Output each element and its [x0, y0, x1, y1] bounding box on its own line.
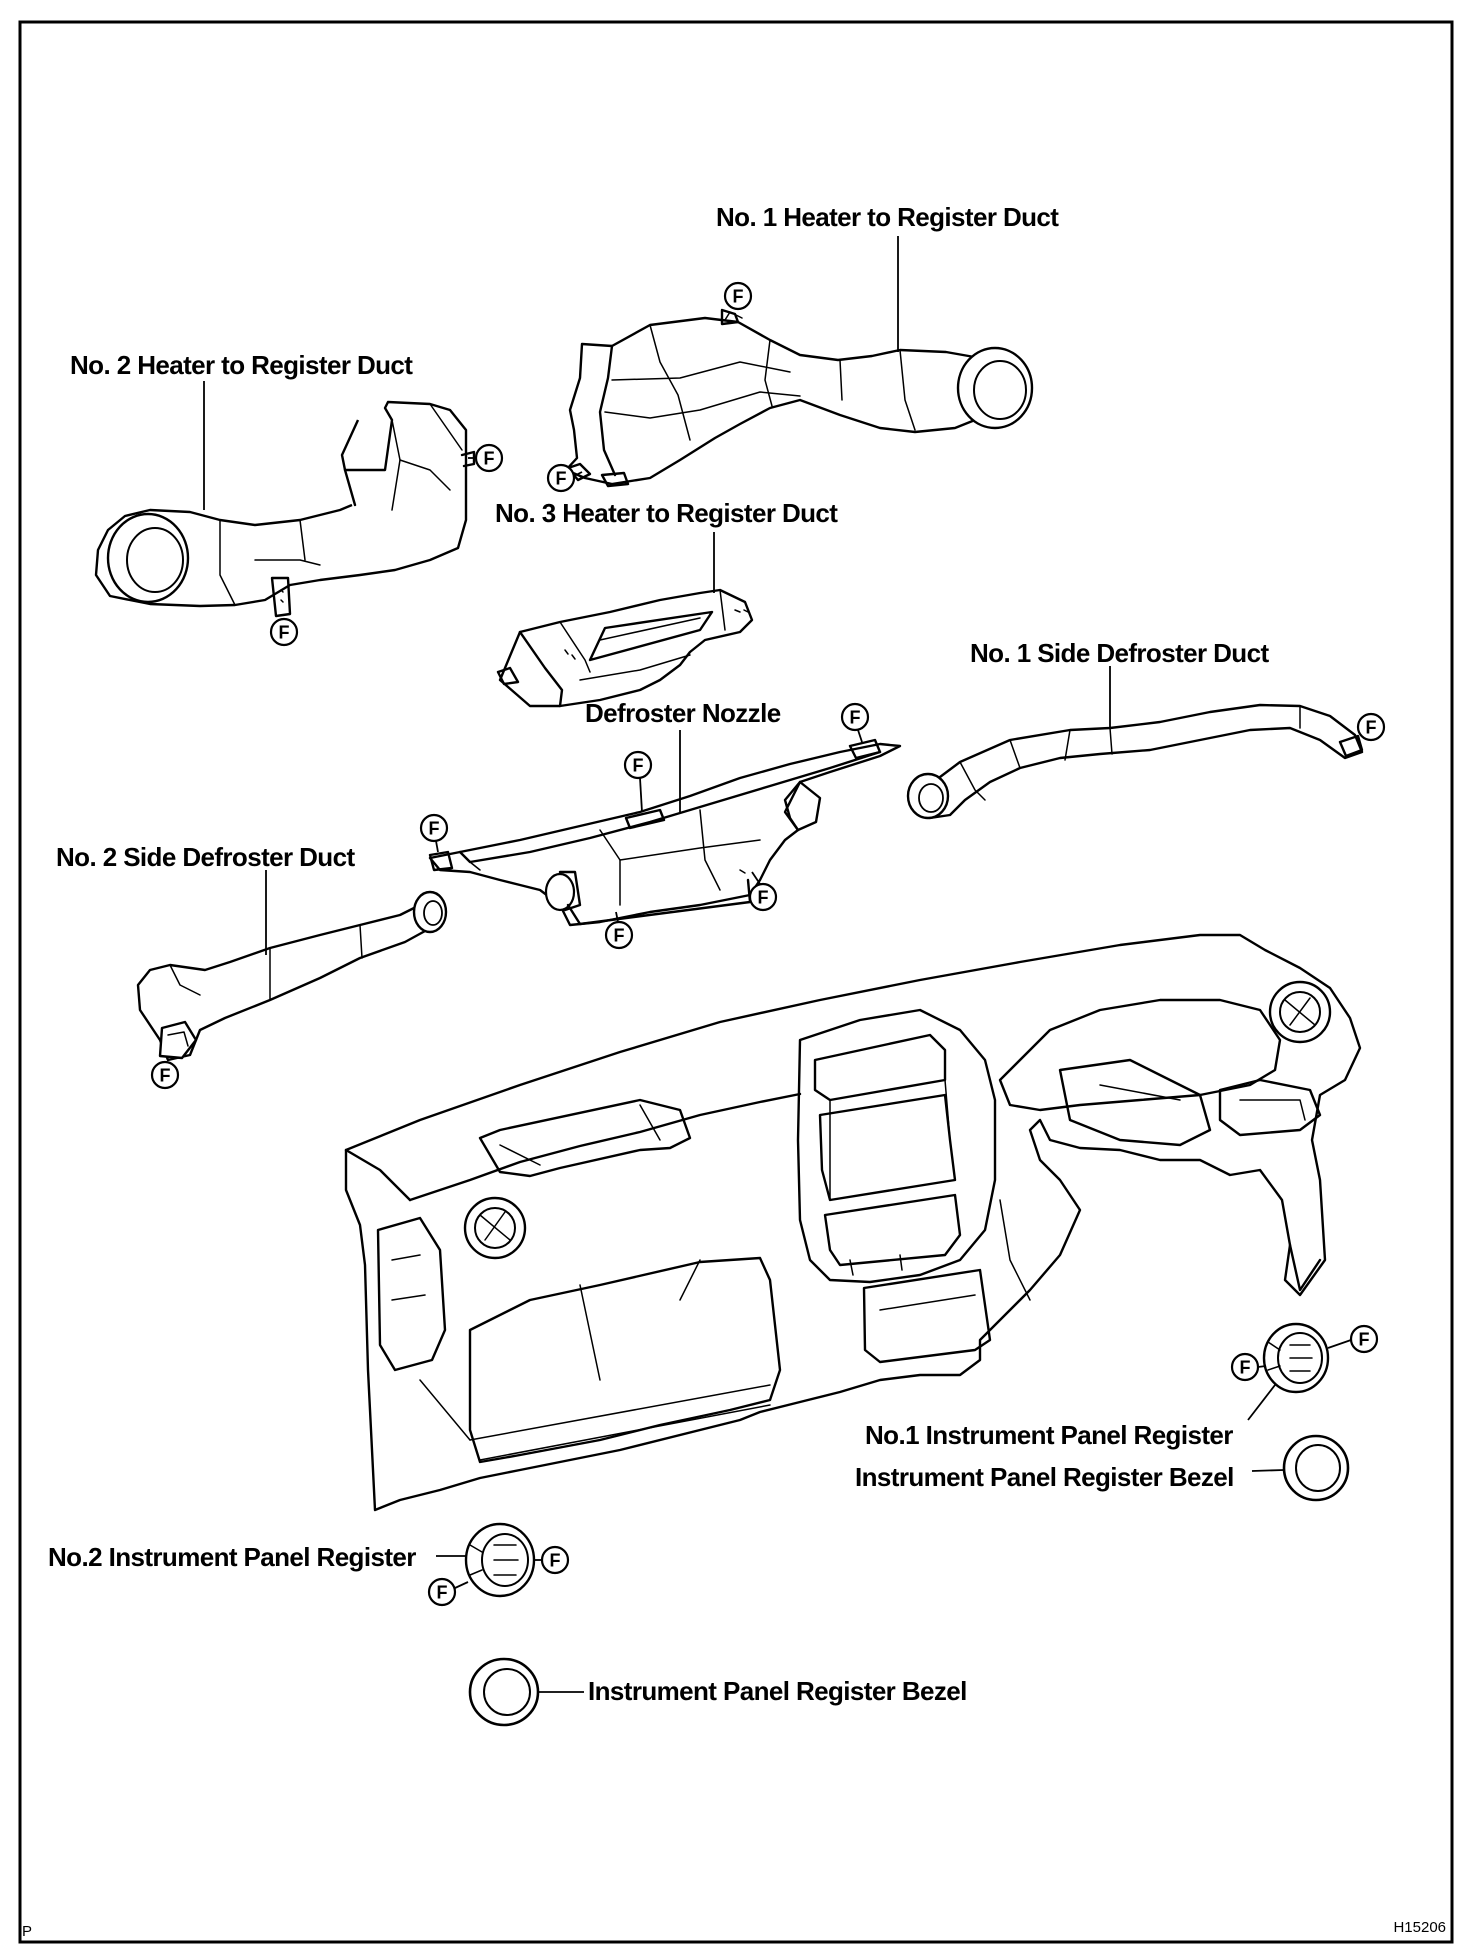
clip-f-marker-icon	[748, 882, 778, 912]
no1-heater-duct-part	[564, 308, 1034, 488]
label-register-bezel-left: Instrument Panel Register Bezel	[588, 1676, 967, 1706]
label-no1-heater-duct: No. 1 Heater to Register Duct	[716, 202, 1059, 232]
clip-f-marker-icon	[623, 750, 653, 780]
no2-heater-duct-part	[94, 400, 476, 618]
clip-f-marker-icon	[540, 1545, 570, 1575]
clip-f-marker-icon	[1356, 712, 1386, 742]
corner-code-left: P	[22, 1923, 32, 1940]
corner-code-right: H15206	[1393, 1919, 1446, 1936]
clip-f-marker-icon	[723, 281, 753, 311]
no1-register-leader	[1247, 1384, 1276, 1421]
clip-f-marker-icon	[269, 617, 299, 647]
label-no2-register: No.2 Instrument Panel Register	[48, 1542, 416, 1572]
page-border	[18, 20, 1454, 1944]
no2-side-defroster-part	[136, 890, 448, 1062]
clip-f-marker-icon	[546, 463, 576, 493]
defroster-nozzle-part	[428, 738, 902, 927]
label-defroster-nozzle: Defroster Nozzle	[585, 698, 781, 728]
clip-f-marker-icon	[604, 920, 634, 950]
clip-f-marker-icon	[1349, 1324, 1379, 1354]
clip-f-marker-icon	[427, 1577, 457, 1607]
no2-register-part	[464, 1522, 536, 1598]
label-no2-side-defroster: No. 2 Side Defroster Duct	[56, 842, 355, 872]
label-no2-heater-duct: No. 2 Heater to Register Duct	[70, 350, 413, 380]
label-no1-side-defroster: No. 1 Side Defroster Duct	[970, 638, 1269, 668]
label-no3-heater-duct: No. 3 Heater to Register Duct	[495, 498, 838, 528]
label-register-bezel-right: Instrument Panel Register Bezel	[855, 1462, 1234, 1492]
clip-f-marker-icon	[474, 443, 504, 473]
no1-side-defroster-part	[906, 703, 1364, 820]
clip-f-marker-icon	[419, 813, 449, 843]
clip-f-marker-icon	[150, 1060, 180, 1090]
clip-f-marker-icon	[1230, 1352, 1260, 1382]
clip-f-marker-icon	[840, 702, 870, 732]
register-bezel-left-part	[468, 1657, 540, 1727]
instrument-panel-part	[344, 933, 1362, 1512]
no3-heater-duct-part	[496, 588, 754, 708]
label-no1-register: No.1 Instrument Panel Register	[865, 1420, 1233, 1450]
register-bezel-right-leader	[1251, 1469, 1285, 1472]
no1-register-part	[1262, 1322, 1330, 1394]
register-bezel-right-part	[1282, 1434, 1350, 1502]
